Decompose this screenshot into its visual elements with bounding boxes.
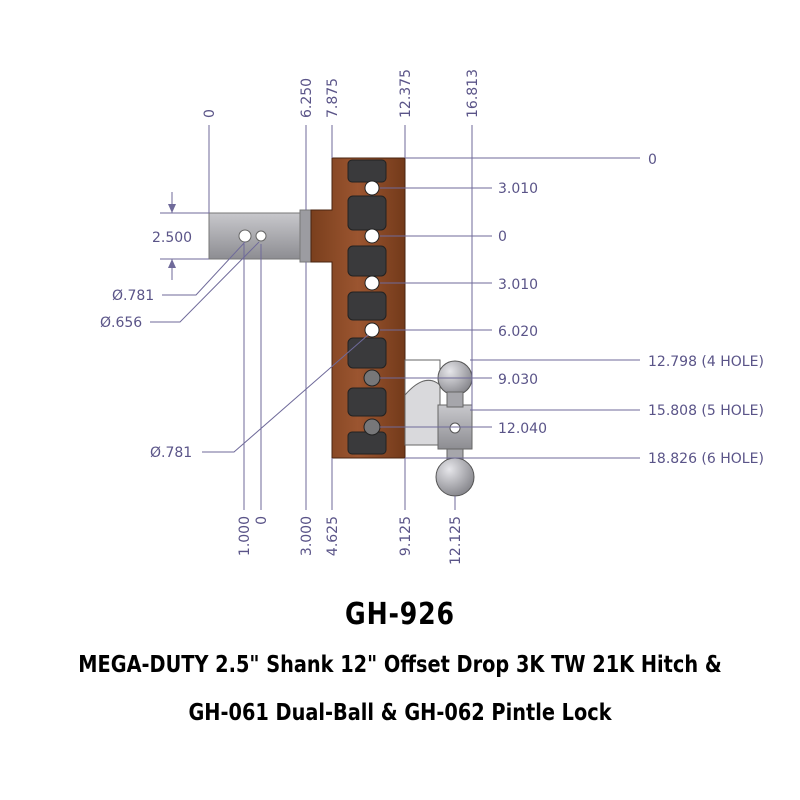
dim-bottom-12125: 12.125: [448, 516, 464, 565]
dim-bottom-4625: 4.625: [325, 516, 341, 556]
dim-right-3010-b: 3.010: [498, 277, 538, 293]
pin-hole-656-label: Ø.656: [100, 315, 142, 331]
hole-diameter-label: Ø.781: [150, 445, 192, 461]
dim-right-0: 0: [498, 229, 507, 245]
product-description-line-1: MEGA-DUTY 2.5" Shank 12" Offset Drop 3K …: [78, 652, 722, 678]
dim-right-9030: 9.030: [498, 372, 538, 388]
drop-bar-slots: [347, 159, 387, 455]
shank-height-label: 2.500: [152, 230, 192, 246]
dual-ball-mount: [404, 359, 475, 497]
dim-right-6020: 6.020: [498, 324, 538, 340]
dim-top-16813: 16.813: [465, 69, 481, 118]
mount-pin-hole: [449, 422, 461, 434]
dim-top-12375: 12.375: [398, 69, 414, 118]
pin-hole-781-label: Ø.781: [112, 288, 154, 304]
dim-bottom-9125: 9.125: [398, 516, 414, 556]
dim-top-0: 0: [202, 109, 218, 118]
dim-right-0-top: 0: [648, 152, 657, 168]
rise-5-hole: 15.808 (5 HOLE): [648, 403, 764, 419]
dim-bottom-3000: 3.000: [299, 516, 315, 556]
model-number: GH-926: [345, 597, 455, 632]
pin-hole-small: [255, 230, 267, 242]
drop-bar-holes: [363, 180, 381, 436]
shank-collar: [299, 209, 313, 263]
rise-4-hole: 12.798 (4 HOLE): [648, 354, 764, 370]
dim-right-12040: 12.040: [498, 421, 547, 437]
rise-6-hole: 18.826 (6 HOLE): [648, 451, 764, 467]
dim-bottom-1000: 1.000: [237, 516, 253, 556]
dim-top-6250: 6.250: [299, 78, 315, 118]
dim-top-7875: 7.875: [325, 78, 341, 118]
pin-hole-large: [238, 229, 252, 243]
dim-bottom-0: 0: [254, 516, 270, 525]
dim-right-3010-a: 3.010: [498, 181, 538, 197]
dimension-lines: [150, 125, 640, 510]
ball-bottom: [435, 457, 475, 497]
dimension-arrows: [168, 204, 176, 268]
product-description-line-2: GH-061 Dual-Ball & GH-062 Pintle Lock: [188, 700, 612, 726]
